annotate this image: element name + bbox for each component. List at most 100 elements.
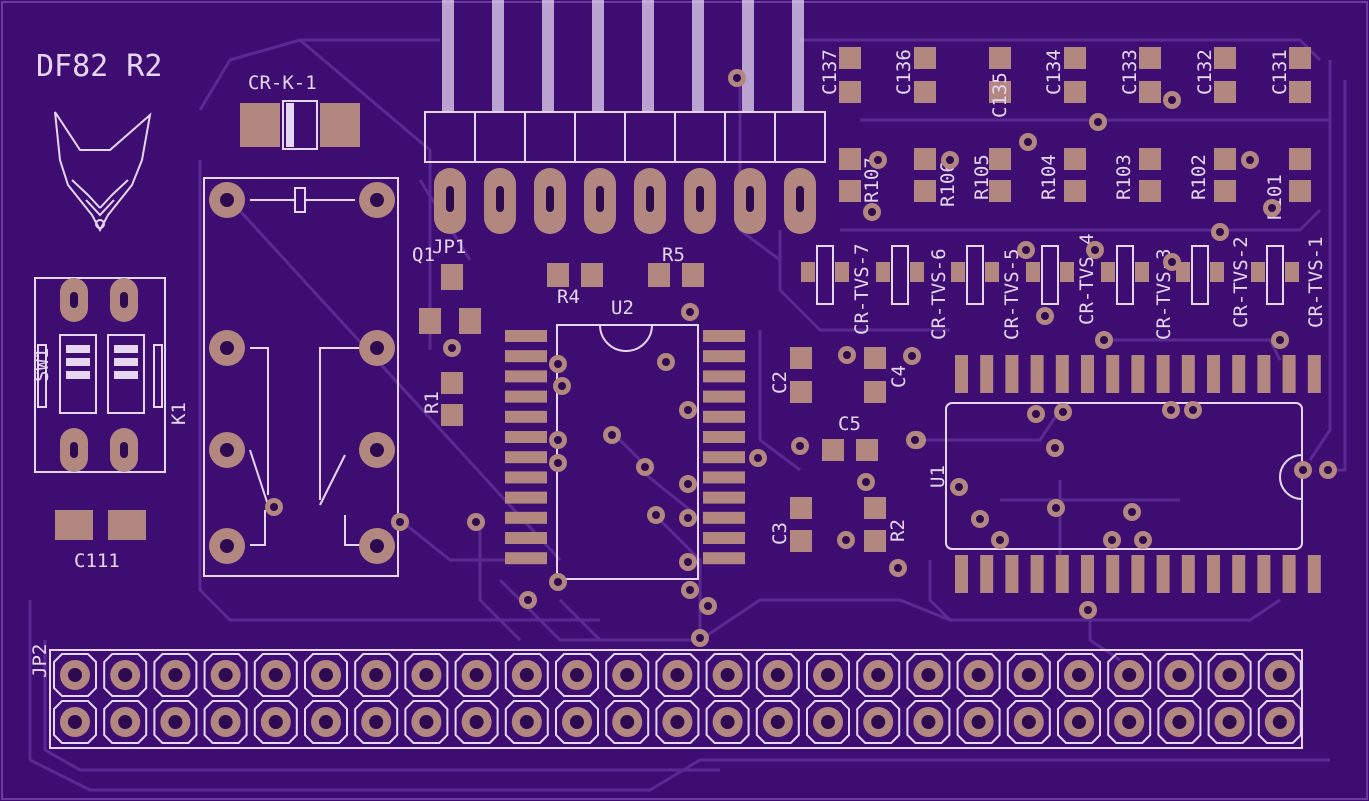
jp2-pin-outline (354, 700, 399, 744)
label-c134: C134 (1043, 49, 1065, 95)
r4-resistor: R4 (547, 263, 603, 308)
via-hole (733, 74, 741, 82)
jp2-hole (268, 668, 283, 682)
tvs-pad (910, 262, 924, 282)
jp2-hole (821, 715, 835, 729)
jp2-pin-outline (755, 653, 800, 697)
capacitor-pad (989, 47, 1011, 69)
via-hole (955, 483, 963, 491)
capacitor-pad (1289, 81, 1311, 103)
u2-pad (505, 552, 547, 565)
jp2-pin-outline (1107, 653, 1152, 697)
label-cr-k-1: CR-K-1 (248, 72, 317, 94)
label-c137: C137 (819, 49, 841, 95)
jp2-hole (419, 715, 434, 729)
jp2-pin-outline (103, 653, 148, 697)
tvs-pad (1026, 262, 1040, 282)
jp2-pin-outline (705, 653, 750, 697)
tvs-pad (1176, 262, 1190, 282)
resistor-pad (914, 180, 936, 202)
label-r105: R105 (971, 154, 993, 200)
jp2-pin-outline (655, 700, 700, 744)
via-hole (868, 208, 876, 216)
u2-pad (505, 410, 547, 423)
tvs-body (1266, 245, 1284, 305)
resistor-pad (1064, 148, 1086, 170)
jp2-hole (770, 668, 785, 682)
capacitor-array-c131-c137 (839, 47, 1311, 103)
r5-resistor: R5 (648, 244, 704, 287)
via-hole (796, 442, 804, 450)
label-r104: R104 (1038, 154, 1060, 200)
u1-pad (1030, 355, 1044, 393)
jp2-hole (770, 715, 785, 729)
via-hole (1022, 246, 1030, 254)
u1-pad (1106, 555, 1120, 593)
jp2-pin-outline (153, 653, 198, 697)
u1-ic: U1 (927, 355, 1321, 593)
via-hole (684, 514, 692, 522)
jp2-hole (469, 715, 484, 729)
label-cr-tvs-1: CR-TVS-1 (1305, 236, 1327, 328)
via-hole (1246, 156, 1254, 164)
capacitor-pad (1139, 47, 1161, 69)
via-hole (862, 478, 870, 486)
via-hole (1059, 408, 1067, 416)
label-q1: Q1 (412, 244, 435, 266)
u1-pad (980, 355, 994, 393)
jp2-hole (1072, 715, 1086, 729)
label-jp1: JP1 (432, 236, 466, 258)
jp2-hole (570, 715, 584, 729)
jp2-hole (670, 715, 685, 729)
jp2-pin-outline (705, 700, 750, 744)
u1-pad (1081, 355, 1094, 393)
resistor-pad (914, 148, 936, 170)
jp2-pin-outline (1157, 653, 1202, 697)
via-hole (270, 503, 278, 511)
jp2-pin-outline (203, 653, 248, 697)
jp2-pin-outline (1057, 653, 1101, 697)
via-hole (1052, 504, 1060, 512)
via-hole (1091, 246, 1099, 254)
c4-capacitor: C4 (864, 347, 910, 403)
u1-pad (1030, 555, 1044, 593)
u2-ic: U2 (505, 297, 745, 580)
jp2-pin-outline (806, 700, 850, 744)
sw1-switch: SW1 (31, 277, 166, 473)
label-c5: C5 (838, 413, 861, 435)
via-hole (894, 564, 902, 572)
jp2-hole (821, 668, 835, 682)
u1-pad (1005, 555, 1019, 593)
u1-pad (1055, 355, 1069, 393)
u1-pad (1005, 355, 1019, 393)
jp2-hole (1021, 668, 1036, 682)
jp2-pin-outline (404, 700, 449, 744)
tvs-pad (1101, 262, 1115, 282)
via-hole (1024, 138, 1032, 146)
tvs-pad (951, 262, 965, 282)
jp2-hole (1272, 668, 1287, 682)
jp2-pin-outline (1157, 700, 1202, 744)
resistor-pad (1064, 180, 1086, 202)
resistor-pad (1214, 148, 1236, 170)
via-hole (874, 156, 882, 164)
jp2-hole (871, 715, 886, 729)
via-hole (608, 431, 616, 439)
jp2-hole (218, 715, 233, 729)
u2-pad (703, 390, 745, 403)
u1-pad (1282, 355, 1296, 393)
tvs-pad (985, 262, 999, 282)
label-k1: K1 (168, 402, 190, 425)
via-hole (704, 602, 712, 610)
u2-pad (505, 370, 547, 383)
resistor-pad (839, 180, 861, 202)
via-hole (1168, 96, 1176, 104)
jp2-hole (419, 668, 434, 682)
u2-pad (505, 350, 547, 363)
label-c131: C131 (1269, 49, 1291, 95)
resistor-pad (1139, 180, 1161, 202)
via-hole (1108, 536, 1116, 544)
jp2-pin-outline (454, 653, 499, 697)
capacitor-pad (1139, 81, 1161, 103)
